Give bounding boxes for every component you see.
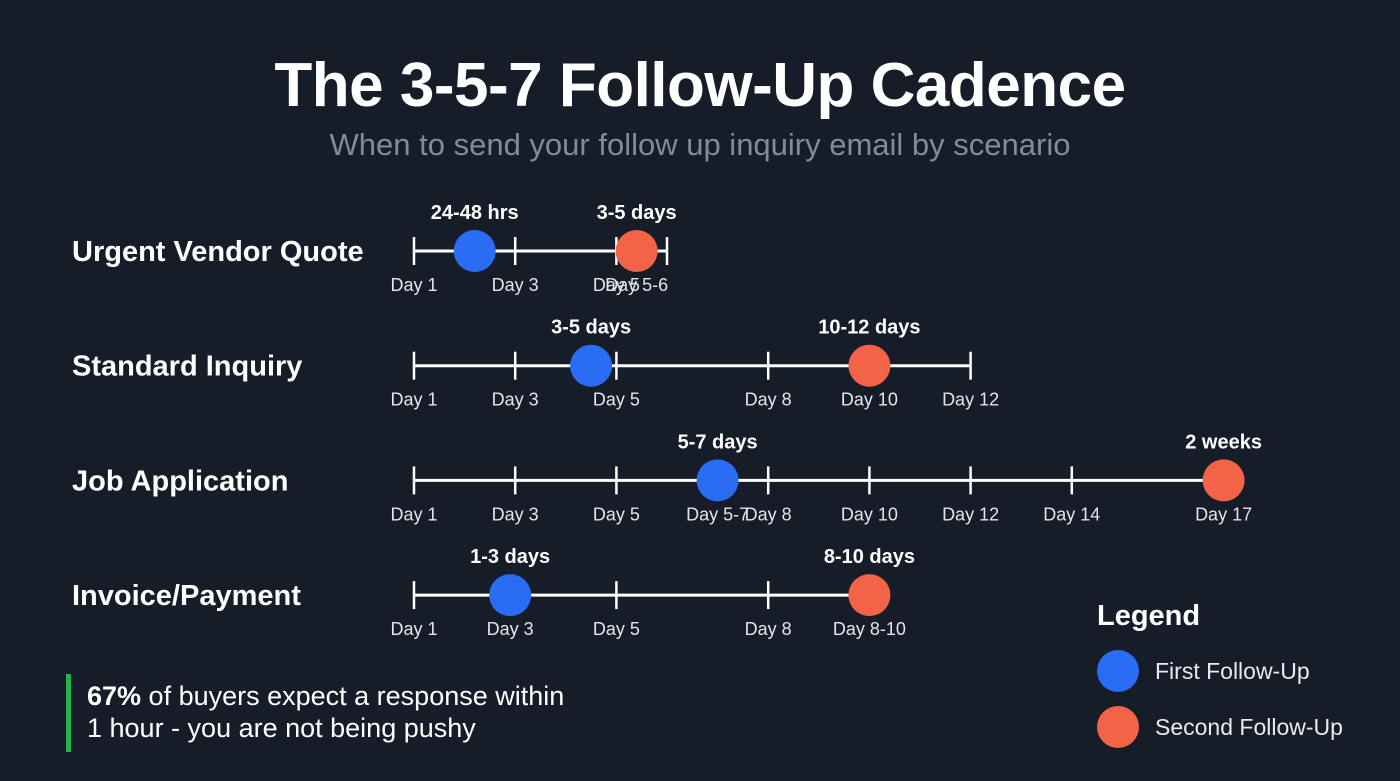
marker-label: 24-48 hrs: [431, 202, 519, 224]
stat-highlight: 67%: [87, 681, 142, 711]
row-label: Standard Inquiry: [72, 351, 302, 383]
marker-day-label: Day 17: [1195, 504, 1252, 524]
row-label: Urgent Vendor Quote: [72, 236, 364, 268]
tick-label: Day 10: [841, 504, 898, 524]
tick-label: Day 14: [1043, 504, 1100, 524]
marker-day-label: Day 3: [487, 619, 534, 639]
marker-label: 2 weeks: [1185, 431, 1262, 453]
tick-label: Day 8: [745, 390, 792, 410]
second-follow-up-marker: [848, 344, 891, 387]
second-follow-up-marker: [615, 230, 658, 272]
tick-label: Day 10: [841, 390, 898, 410]
marker-label: 8-10 days: [824, 546, 915, 568]
legend: Legend First Follow-Up Second Follow-Up: [1097, 600, 1387, 755]
second-follow-up-marker: [848, 574, 891, 617]
legend-title: Legend: [1097, 600, 1201, 632]
tick-label: Day 1: [390, 275, 437, 295]
first-follow-up-marker: [570, 344, 613, 387]
row-label: Invoice/Payment: [72, 580, 301, 612]
page-subtitle: When to send your follow up inquiry emai…: [329, 127, 1071, 162]
row-label: Job Application: [72, 465, 288, 497]
stat-line-1: of buyers expect a response within: [141, 681, 565, 711]
tick-label: Day 12: [942, 390, 999, 410]
first-follow-up-dot-icon: [1097, 650, 1139, 692]
stat-line-2: 1 hour - you are not being pushy: [87, 713, 476, 743]
tick-label: Day 5: [593, 275, 640, 295]
tick-label: Day 5: [593, 619, 640, 639]
tick-label: Day 12: [942, 504, 999, 524]
stat-text: 67% of buyers expect a response within 1…: [87, 680, 627, 744]
page-title: The 3-5-7 Follow-Up Cadence: [274, 51, 1126, 120]
marker-day-label: Day 5-7: [686, 504, 749, 524]
marker-label: 3-5 days: [551, 317, 631, 339]
first-follow-up-marker: [453, 230, 496, 272]
marker-day-label: Day 5-6: [605, 275, 668, 295]
legend-label-first: First Follow-Up: [1155, 657, 1310, 684]
marker-label: 10-12 days: [818, 317, 920, 339]
tick-label: Day 1: [390, 619, 437, 639]
first-follow-up-marker: [489, 574, 532, 617]
marker-day-label: Day 8-10: [833, 619, 906, 639]
tick-label: Day 3: [492, 275, 539, 295]
tick-label: Day 5: [593, 504, 640, 524]
tick-label: Day 8: [745, 619, 792, 639]
tick-label: Day 3: [492, 390, 539, 410]
tick-label: Day 3: [492, 504, 539, 524]
first-follow-up-marker: [696, 459, 739, 502]
marker-label: 1-3 days: [470, 546, 550, 568]
tick-label: Day 1: [390, 504, 437, 524]
legend-item-first: First Follow-Up: [1097, 643, 1387, 699]
stat-callout: 67% of buyers expect a response within 1…: [66, 674, 626, 752]
legend-item-second: Second Follow-Up: [1097, 699, 1387, 755]
second-follow-up-dot-icon: [1097, 706, 1139, 748]
marker-label: 5-7 days: [678, 431, 758, 453]
tick-label: Day 8: [745, 504, 792, 524]
second-follow-up-marker: [1202, 459, 1245, 502]
marker-label: 3-5 days: [597, 202, 677, 224]
stat-accent-bar: [66, 674, 71, 752]
legend-label-second: Second Follow-Up: [1155, 713, 1343, 740]
tick-label: Day 5: [593, 390, 640, 410]
tick-label: Day 1: [390, 390, 437, 410]
